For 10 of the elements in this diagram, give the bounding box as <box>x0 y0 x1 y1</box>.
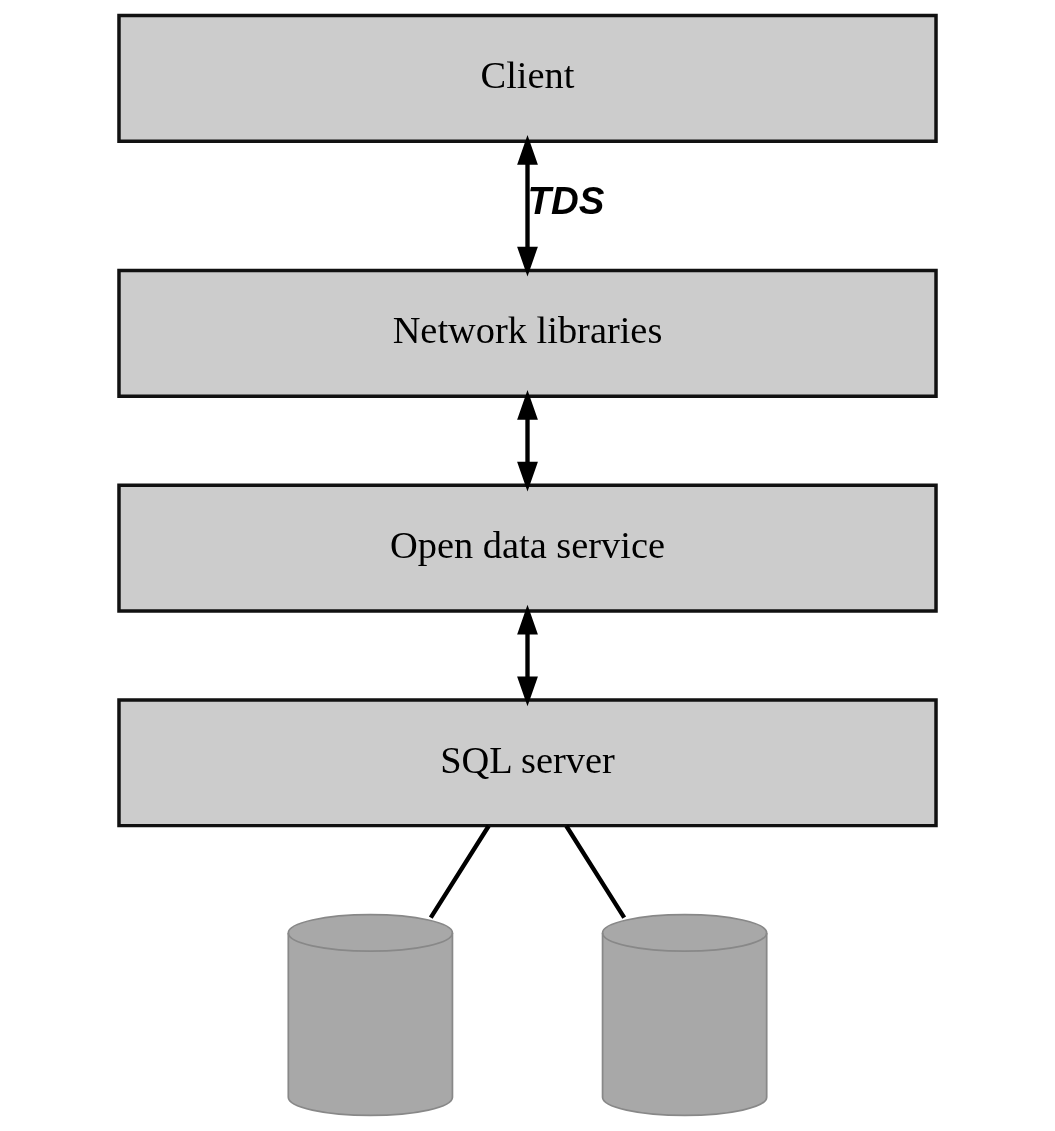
edge-label: TDS <box>527 178 605 222</box>
node-box: Client <box>117 13 938 143</box>
node-box: SQL server <box>117 698 938 828</box>
arrow <box>517 390 538 492</box>
arrow <box>517 135 538 277</box>
connector <box>564 824 627 919</box>
connector <box>428 824 491 919</box>
node-box: Open data service <box>117 483 938 613</box>
node-box: Network libraries <box>117 268 938 398</box>
arrow <box>517 604 538 707</box>
